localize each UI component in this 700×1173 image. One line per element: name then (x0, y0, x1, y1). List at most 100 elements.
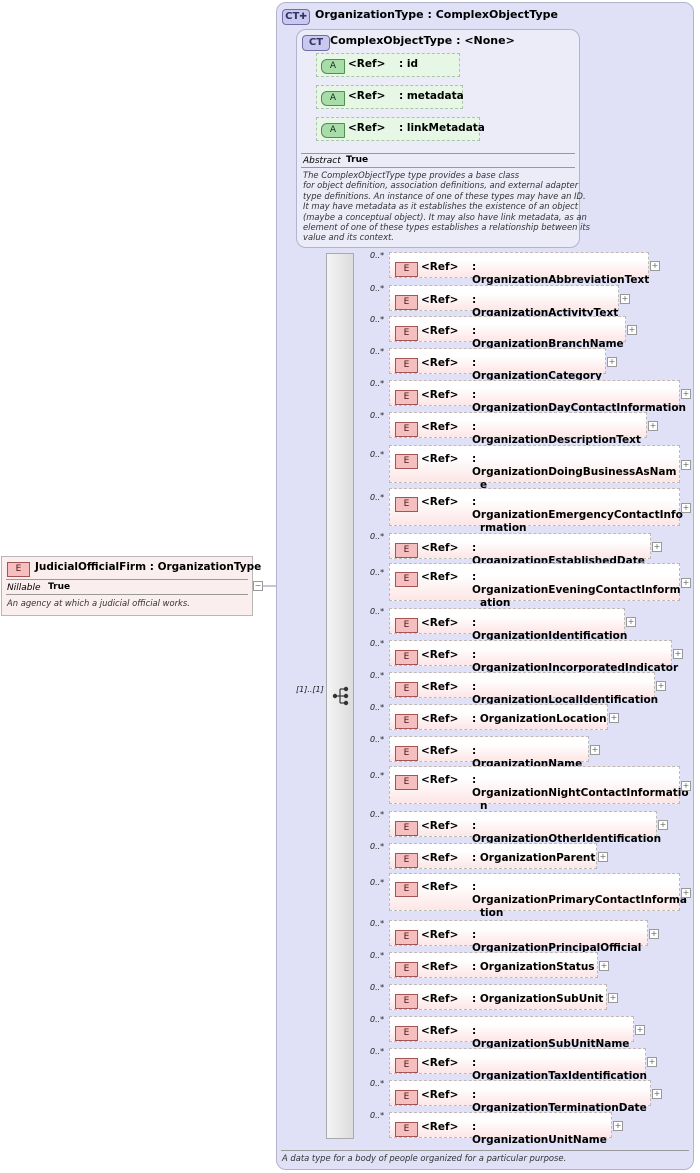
element-12[interactable]: E<Ref>: OrganizationLocalIdentification (389, 672, 658, 706)
element-name: : OrganizationCategory (472, 357, 602, 382)
element-ref: <Ref> (421, 261, 459, 273)
element-18[interactable]: E<Ref>: OrganizationPrimaryContactInform… (389, 873, 687, 919)
element-22[interactable]: E<Ref>: OrganizationSubUnitName (389, 1016, 634, 1050)
expand-toggle[interactable]: + (649, 929, 659, 939)
expand-toggle[interactable]: + (609, 713, 619, 723)
expand-toggle[interactable]: + (627, 325, 637, 335)
element-name: : OrganizationDescriptionText (472, 421, 641, 446)
complex-object-type-description: The ComplexObjectType type provides a ba… (303, 170, 591, 243)
element-24[interactable]: E<Ref>: OrganizationTerminationDate (389, 1080, 651, 1114)
element-23[interactable]: E<Ref>: OrganizationTaxIdentification (389, 1048, 647, 1082)
attribute-name: : metadata (399, 90, 464, 102)
element-name: : OrganizationLocation (472, 713, 607, 725)
element-9[interactable]: E<Ref>: OrganizationEveningContactInform… (389, 563, 681, 609)
element-1[interactable]: E<Ref>: OrganizationActivityText (389, 285, 619, 319)
complex-type-badge: CT✚ (282, 9, 310, 25)
element-0[interactable]: E<Ref>: OrganizationAbbreviationText (389, 252, 649, 286)
expand-toggle[interactable]: + (681, 460, 691, 470)
element-25[interactable]: E<Ref>: OrganizationUnitName (389, 1112, 612, 1146)
element-ref: <Ref> (421, 389, 459, 401)
expand-toggle[interactable]: + (648, 421, 658, 431)
element-21[interactable]: E<Ref>: OrganizationSubUnit (389, 984, 607, 1010)
element-13[interactable]: E<Ref>: OrganizationLocation (389, 704, 608, 730)
element-ref: <Ref> (421, 881, 459, 893)
element-badge: E (7, 562, 30, 577)
element-16[interactable]: E<Ref>: OrganizationOtherIdentification (389, 811, 661, 845)
element-name: : OrganizationStatus (472, 961, 595, 973)
element-multiplicity: 0..* (370, 411, 385, 420)
element-5[interactable]: E<Ref> : OrganizationDescriptionText (389, 412, 647, 446)
expand-toggle[interactable]: + (607, 357, 617, 367)
divider (6, 594, 248, 595)
collapse-toggle[interactable]: − (253, 581, 263, 591)
expand-toggle[interactable]: + (626, 617, 636, 627)
element-4[interactable]: E<Ref>: OrganizationDayContactInformatio… (389, 380, 686, 414)
element-2[interactable]: E<Ref>: OrganizationBranchName (389, 316, 626, 350)
expand-toggle[interactable]: + (658, 820, 668, 830)
element-name: : OrganizationIncorporatedIndicator (472, 649, 679, 674)
element-20[interactable]: E<Ref>: OrganizationStatus (389, 952, 598, 978)
element-name: : OrganizationIdentification (472, 617, 628, 642)
element-14[interactable]: E<Ref>: OrganizationName (389, 736, 589, 770)
attribute-badge: A (321, 123, 345, 138)
judicial-official-firm-element[interactable]: E JudicialOfficialFirm : OrganizationTyp… (1, 556, 261, 616)
element-badge: E (395, 853, 418, 868)
element-multiplicity: 0..* (370, 703, 385, 712)
expand-toggle[interactable]: + (635, 1025, 645, 1035)
expand-toggle[interactable]: + (613, 1121, 623, 1131)
element-8[interactable]: E<Ref>: OrganizationEstablishedDate (389, 533, 651, 567)
element-multiplicity: 0..* (370, 671, 385, 680)
attribute-metadata[interactable]: A <Ref> : metadata (316, 85, 464, 109)
expand-toggle[interactable]: + (620, 294, 630, 304)
divider (301, 167, 575, 168)
expand-toggle[interactable]: + (598, 852, 608, 862)
nillable-label: Nillable (7, 583, 41, 593)
element-11[interactable]: E<Ref>: OrganizationIncorporatedIndicato… (389, 640, 678, 674)
element-name: : OrganizationTaxIdentification (472, 1057, 647, 1082)
element-multiplicity: 0..* (370, 450, 385, 459)
element-badge: E (395, 775, 418, 790)
element-ref: <Ref> (421, 542, 459, 554)
element-multiplicity: 0..* (370, 810, 385, 819)
element-17[interactable]: E<Ref>: OrganizationParent (389, 843, 597, 869)
expand-toggle[interactable]: + (681, 888, 691, 898)
element-10[interactable]: E<Ref>: OrganizationIdentification (389, 608, 627, 642)
element-badge: E (395, 422, 418, 437)
sequence-icon[interactable] (331, 686, 351, 706)
element-15[interactable]: E<Ref>: OrganizationNightContactInformat… (389, 766, 689, 812)
element-badge: E (395, 1090, 418, 1105)
expand-toggle[interactable]: + (599, 961, 609, 971)
element-ref: <Ref> (421, 496, 459, 508)
expand-toggle[interactable]: + (673, 649, 683, 659)
element-badge: E (395, 962, 418, 977)
expand-toggle[interactable]: + (656, 681, 666, 691)
expand-toggle[interactable]: + (681, 389, 691, 399)
abstract-value: True (346, 155, 369, 165)
element-multiplicity: 0..* (370, 951, 385, 960)
attribute-link-metadata[interactable]: A <Ref> : linkMetadata (316, 117, 485, 141)
element-badge: E (395, 358, 418, 373)
expand-toggle[interactable]: + (681, 503, 691, 513)
element-3[interactable]: E<Ref>: OrganizationCategory (389, 348, 606, 382)
expand-toggle[interactable]: + (681, 578, 691, 588)
element-ref: <Ref> (421, 929, 459, 941)
expand-toggle[interactable]: + (608, 993, 618, 1003)
element-19[interactable]: E<Ref>: OrganizationPrincipalOfficial (389, 920, 648, 954)
element-ref: <Ref> (421, 421, 459, 433)
expand-toggle[interactable]: + (652, 1089, 662, 1099)
element-badge: E (395, 497, 418, 512)
element-badge: E (395, 543, 418, 558)
element-7[interactable]: E<Ref>: OrganizationEmergencyContactInfo… (389, 488, 683, 534)
expand-toggle[interactable]: + (590, 745, 600, 755)
element-ref: <Ref> (421, 852, 459, 864)
element-ref: <Ref> (421, 681, 459, 693)
expand-toggle[interactable]: + (652, 542, 662, 552)
expand-toggle[interactable]: + (650, 261, 660, 271)
expand-toggle[interactable]: + (647, 1057, 657, 1067)
expand-toggle[interactable]: + (681, 781, 691, 791)
attribute-id[interactable]: A <Ref> : id (316, 53, 460, 77)
element-ref: <Ref> (421, 294, 459, 306)
element-ref: <Ref> (421, 713, 459, 725)
element-multiplicity: 0..* (370, 284, 385, 293)
